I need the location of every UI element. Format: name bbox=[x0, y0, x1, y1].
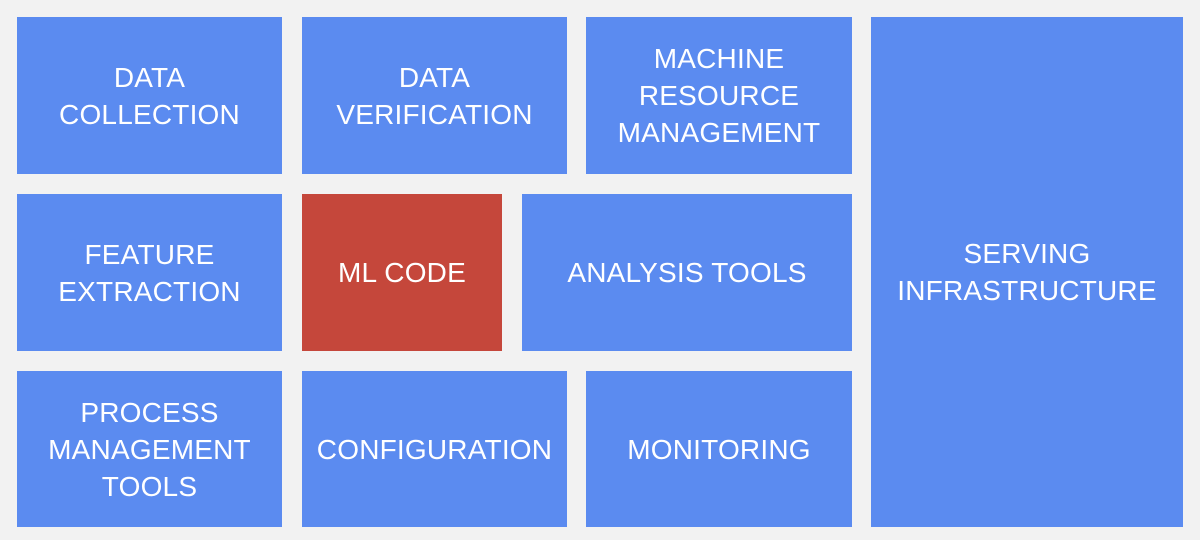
monitoring-box: MONITORING bbox=[586, 371, 852, 527]
configuration-label: CONFIGURATION bbox=[316, 433, 553, 465]
ml-code-box: ML CODE bbox=[302, 194, 502, 351]
analysis-tools-box: ANALYSIS TOOLS bbox=[522, 194, 852, 351]
analysis-tools-label: ANALYSIS TOOLS bbox=[567, 257, 807, 288]
configuration-box: CONFIGURATION bbox=[302, 371, 567, 527]
ml-code-label: ML CODE bbox=[338, 257, 466, 288]
monitoring-label: MONITORING bbox=[627, 433, 811, 465]
